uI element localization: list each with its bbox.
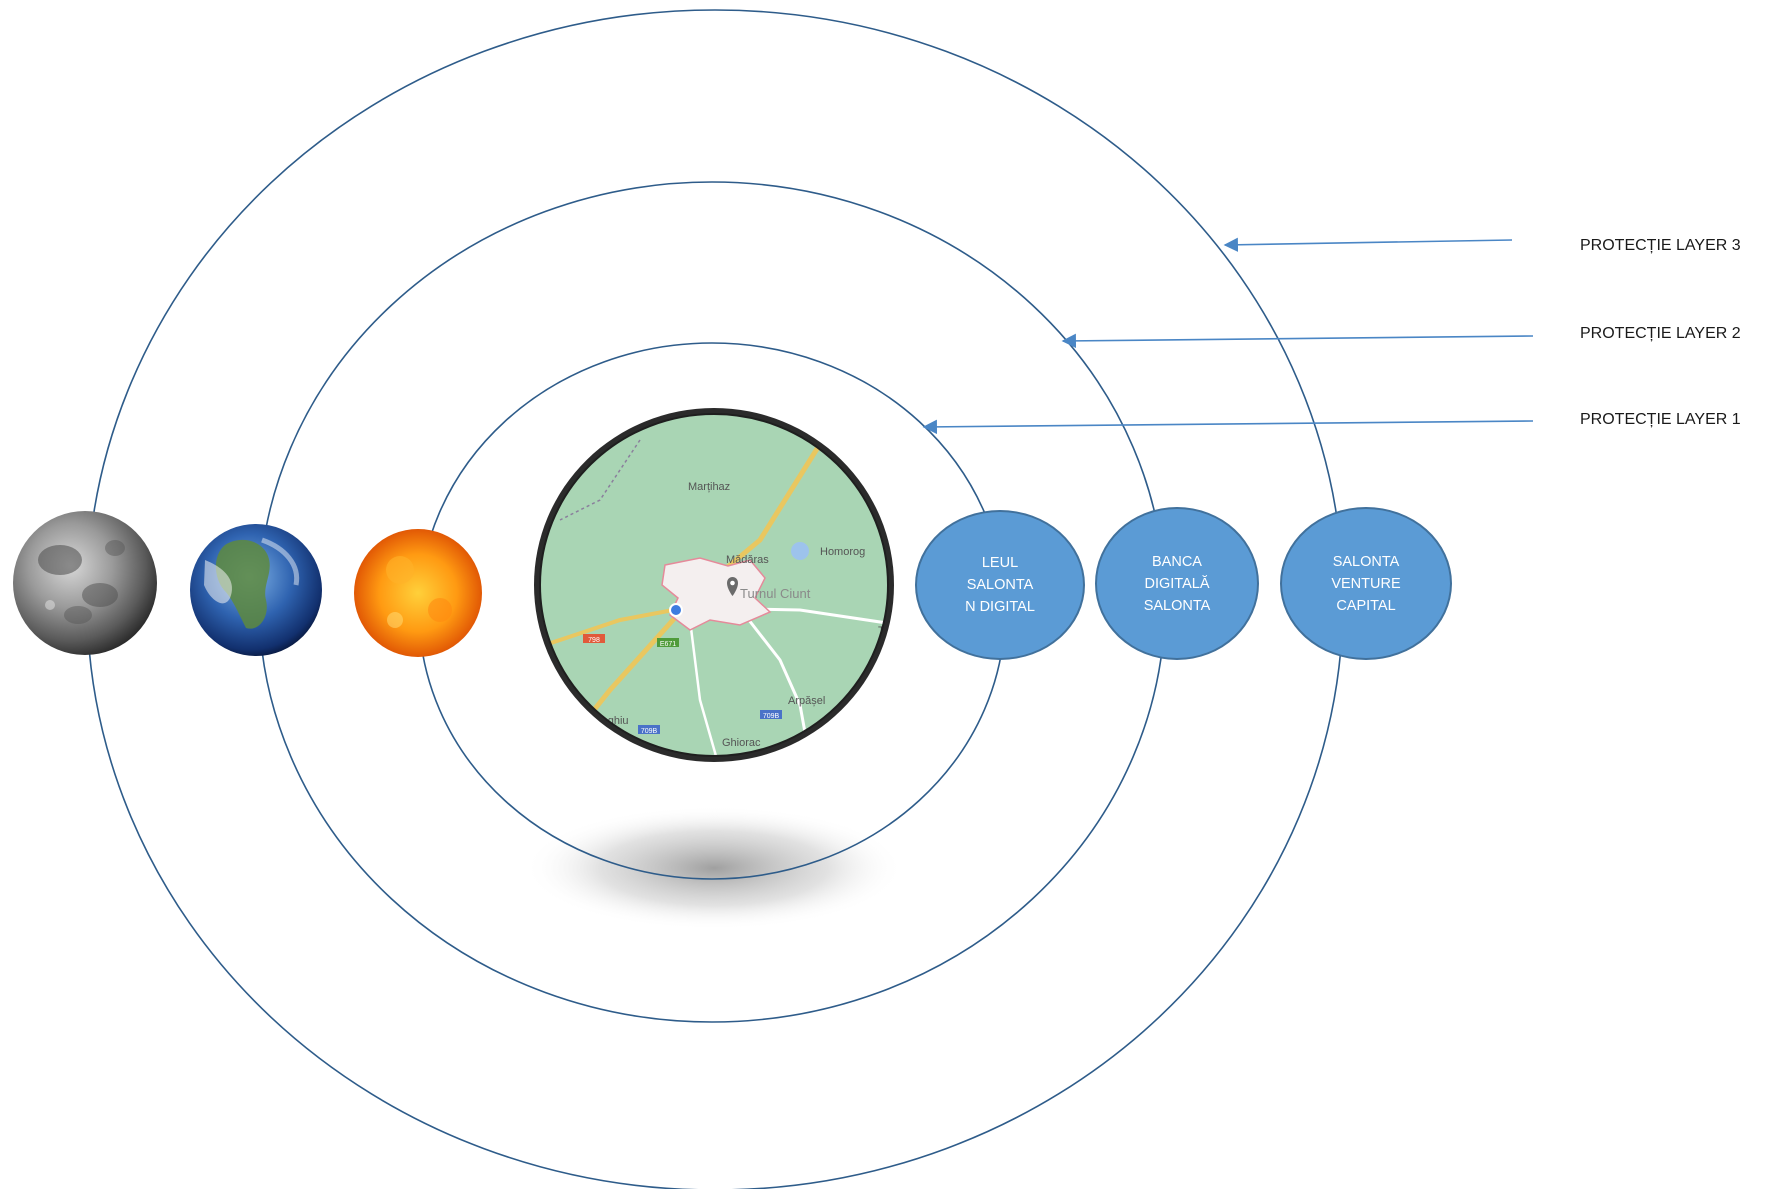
sun-icon bbox=[354, 529, 482, 657]
node-salonta-venture-capital: SALONTA VENTURE CAPITAL bbox=[1280, 507, 1452, 660]
node-banca-digitala-salonta: BANCA DIGITALĂ SALONTA bbox=[1095, 507, 1259, 660]
map-pin-icon bbox=[727, 577, 738, 596]
node-line: CAPITAL bbox=[1336, 597, 1396, 614]
layer-label-1: PROTECȚIE LAYER 1 bbox=[1580, 411, 1741, 428]
layer-label-2: PROTECȚIE LAYER 2 bbox=[1580, 325, 1741, 342]
map-place: Arpășel bbox=[788, 695, 825, 707]
node-line: DIGITALĂ bbox=[1144, 575, 1210, 592]
road-badge: 798 bbox=[588, 637, 600, 644]
layer-label-3: PROTECȚIE LAYER 3 bbox=[1580, 237, 1741, 254]
map-place: Mădăras bbox=[726, 554, 769, 566]
map-place: Ghiorac bbox=[722, 737, 761, 749]
map-place: Turnul Ciunt bbox=[740, 586, 811, 601]
earth-icon bbox=[190, 524, 322, 656]
node-line: SALONTA bbox=[1143, 597, 1211, 614]
node-line: BANCA bbox=[1152, 553, 1202, 570]
arrow-layer-1 bbox=[922, 419, 1534, 435]
node-line: VENTURE bbox=[1331, 575, 1401, 592]
map-view[interactable]: 798 E671 709B 709B Marțihaz Mădăras Homo… bbox=[530, 400, 900, 770]
map-shadow bbox=[524, 806, 904, 930]
arrow-layer-3 bbox=[1223, 237, 1513, 252]
node-line: N DIGITAL bbox=[965, 599, 1035, 615]
map-place: Marțihaz bbox=[688, 481, 730, 493]
arrow-layer-2 bbox=[1061, 333, 1534, 349]
road-badge: 709B bbox=[641, 728, 658, 735]
moon-icon bbox=[13, 511, 157, 655]
road-badge: E671 bbox=[660, 641, 676, 648]
node-line: LEUL bbox=[981, 555, 1019, 571]
node-line: SALONTA bbox=[1332, 553, 1400, 570]
node-line: SALONTA bbox=[966, 577, 1034, 593]
node-leul-salonta-digital: LEUL SALONTA N DIGITAL bbox=[915, 510, 1085, 660]
road-badge: 709B bbox=[763, 713, 780, 720]
map-place: Homorog bbox=[820, 546, 865, 558]
